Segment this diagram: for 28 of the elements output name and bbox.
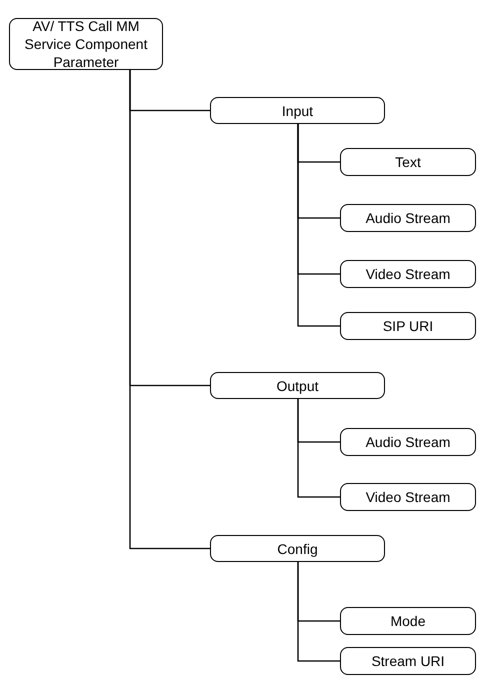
rounded-box (340, 483, 476, 511)
box-label: Video Stream (366, 488, 450, 506)
box-label: SIP URI (382, 317, 434, 335)
rounded-box (210, 97, 385, 124)
box-label: Audio Stream (366, 433, 450, 451)
box-label: AV/ TTS Call MM Service Component Parameter (24, 17, 148, 71)
rounded-box (340, 428, 476, 456)
rounded-box (340, 647, 476, 675)
rounded-box (340, 312, 476, 340)
rounded-box (340, 148, 476, 176)
connector-line (297, 399, 340, 498)
rounded-box (340, 260, 476, 288)
box-label: Mode (390, 612, 426, 630)
box-label: Video Stream (366, 265, 450, 283)
rounded-box (210, 535, 385, 562)
rounded-box (340, 607, 476, 635)
connector-line (297, 562, 340, 662)
connector-line (129, 70, 210, 550)
rounded-box (9, 18, 163, 70)
box-label: Config (277, 540, 318, 558)
connector-line (297, 124, 340, 327)
box-label: Text (395, 153, 421, 171)
rounded-box (210, 372, 385, 399)
box-label: Input (282, 102, 314, 120)
box-label: Audio Stream (366, 209, 450, 227)
box-label: Stream URI (371, 652, 445, 670)
rounded-box (340, 204, 476, 232)
box-label: Output (276, 376, 319, 394)
